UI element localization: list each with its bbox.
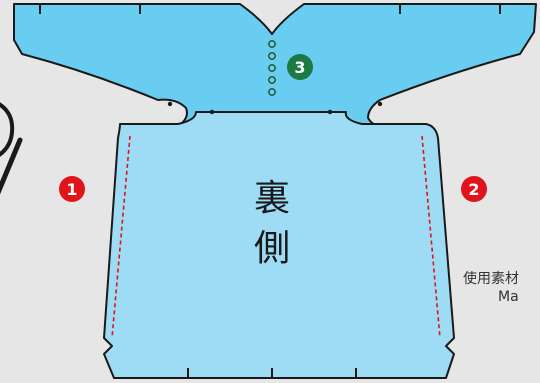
svg-text:2: 2: [468, 180, 479, 199]
stitch-line-left: [111, 135, 131, 339]
lower-pattern-piece: [103, 111, 455, 379]
marker-3: 3: [287, 54, 313, 80]
svg-text:3: 3: [294, 58, 305, 77]
back-side-label: 裏: [254, 178, 290, 219]
material-note-line2: Ma: [498, 289, 519, 305]
material-note-line1: 使用素材: [463, 271, 519, 287]
waist-notches: [167, 101, 383, 115]
stitch-line-right: [421, 135, 441, 339]
buttonhole-dots: [268, 40, 276, 96]
upper-pattern-piece: [13, 3, 537, 128]
svg-text:1: 1: [66, 180, 77, 199]
bottom-notches: [187, 368, 357, 378]
back-side-label-2: 側: [254, 228, 290, 269]
marker-2: 2: [461, 176, 487, 202]
top-notches: [39, 4, 501, 14]
scissors-icon: [0, 102, 23, 195]
marker-1: 1: [59, 176, 85, 202]
